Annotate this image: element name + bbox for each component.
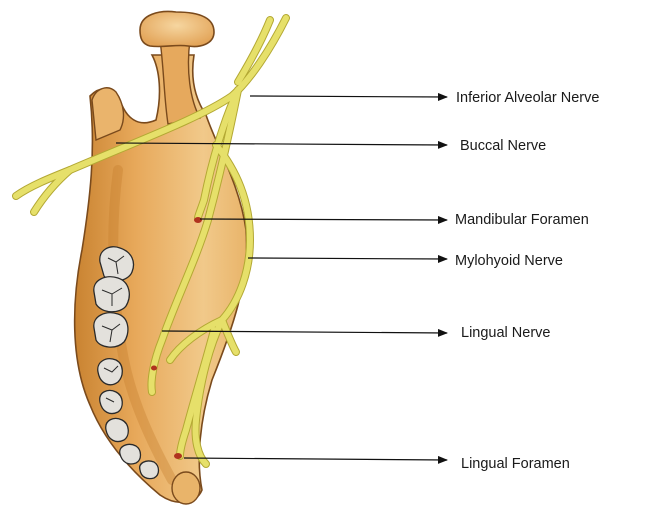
premolar-1 (98, 359, 123, 385)
incisor-2 (140, 461, 159, 479)
premolar-2 (100, 390, 123, 413)
foramen-mark-mid (151, 366, 157, 371)
label-buccal-nerve: Buccal Nerve (460, 138, 546, 154)
condyle-head (140, 12, 214, 47)
lingual-foramen-mark (174, 453, 182, 459)
label-lingual-nerve: Lingual Nerve (461, 325, 550, 341)
canine (106, 418, 129, 441)
label-mylohyoid-nerve: Mylohyoid Nerve (455, 253, 563, 269)
incisor-1 (120, 444, 141, 464)
arrow-inferior-alveolar (250, 96, 447, 97)
label-mandibular-foramen: Mandibular Foramen (455, 212, 589, 228)
arrow-mylohyoid (248, 258, 447, 259)
mandibular-foramen-mark (194, 217, 202, 223)
label-lingual-foramen: Lingual Foramen (461, 456, 570, 472)
arrow-lingual-foramen (184, 458, 447, 460)
label-inferior-alveolar-nerve: Inferior Alveolar Nerve (456, 90, 599, 106)
labels: Inferior Alveolar Nerve Buccal Nerve Man… (455, 90, 599, 472)
chin-bump (172, 472, 200, 504)
